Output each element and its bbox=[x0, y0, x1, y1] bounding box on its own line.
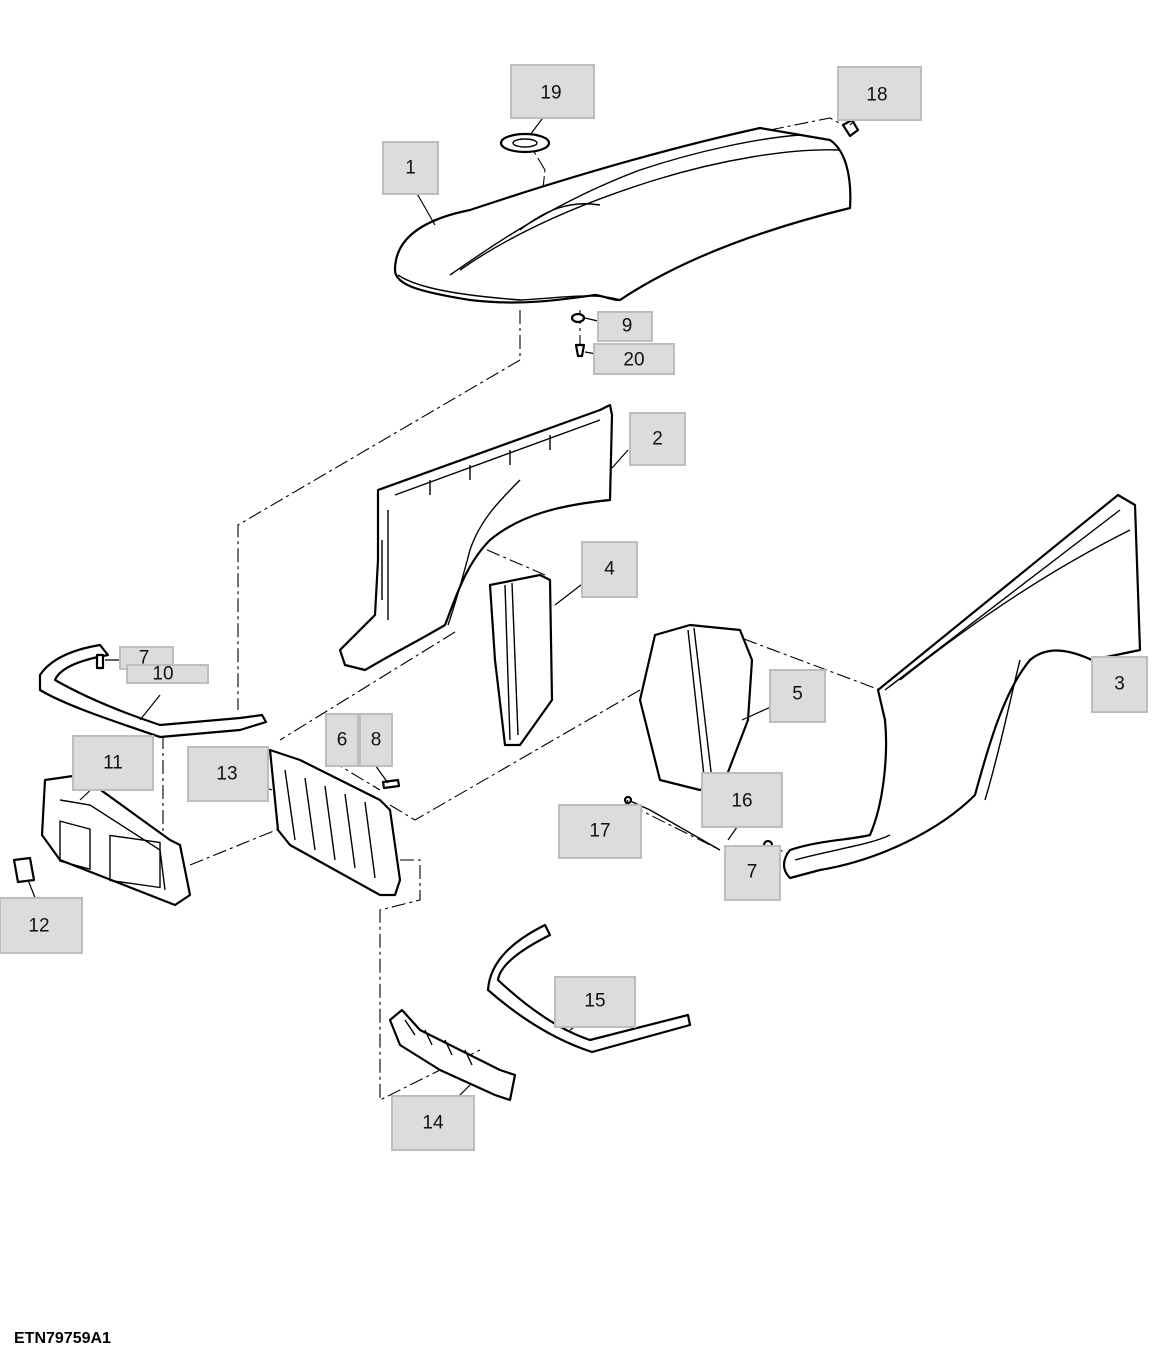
callout-11: 11 bbox=[72, 735, 154, 791]
callout-2-label: 2 bbox=[652, 429, 663, 450]
callout-14-label: 14 bbox=[422, 1113, 444, 1134]
callout-9-label: 9 bbox=[622, 316, 633, 337]
callout-7-right: 7 bbox=[724, 845, 781, 901]
callout-15: 15 bbox=[554, 976, 636, 1028]
callout-1: 1 bbox=[382, 141, 439, 195]
grille-housing-part bbox=[40, 773, 192, 907]
lower-support-part bbox=[388, 1008, 517, 1102]
callout-17: 17 bbox=[558, 804, 642, 859]
callout-16-label: 16 bbox=[731, 791, 752, 812]
callout-3: 3 bbox=[1091, 656, 1148, 713]
callout-4-label: 4 bbox=[604, 559, 615, 580]
callout-18-label: 18 bbox=[866, 85, 887, 106]
right-inner-panel-part bbox=[638, 623, 754, 792]
hood-part bbox=[393, 126, 852, 304]
left-fender-part bbox=[338, 403, 614, 672]
callout-13: 13 bbox=[187, 746, 269, 802]
callout-20: 20 bbox=[593, 343, 675, 375]
callout-5-label: 5 bbox=[792, 684, 803, 705]
callout-4: 4 bbox=[581, 541, 638, 598]
callout-3-label: 3 bbox=[1114, 674, 1125, 695]
callout-13-label: 13 bbox=[216, 764, 237, 785]
callout-8-label: 8 bbox=[371, 730, 382, 751]
grille-part bbox=[268, 748, 402, 897]
right-fender-part bbox=[782, 493, 1142, 880]
callout-9: 9 bbox=[597, 311, 653, 342]
callout-5: 5 bbox=[769, 669, 826, 723]
callout-16: 16 bbox=[701, 772, 783, 828]
callout-12: 12 bbox=[0, 897, 83, 954]
callout-19: 19 bbox=[510, 64, 595, 119]
clip-part bbox=[841, 118, 860, 138]
washer-part bbox=[570, 312, 586, 324]
figure-id: ETN79759A1 bbox=[14, 1330, 111, 1347]
callout-11-label: 11 bbox=[103, 753, 123, 774]
callout-10: 10 bbox=[126, 664, 209, 685]
bolt-part bbox=[381, 778, 401, 790]
seal-part bbox=[486, 923, 692, 1054]
callout-6: 6 bbox=[325, 713, 359, 767]
upper-frame-part bbox=[38, 643, 268, 739]
emblem-part bbox=[12, 856, 36, 884]
callout-7-left-label: 7 bbox=[139, 648, 150, 669]
callout-20-label: 20 bbox=[623, 350, 644, 371]
callout-7-right-label: 7 bbox=[747, 862, 758, 883]
callout-2: 2 bbox=[629, 412, 686, 466]
callout-1-label: 1 bbox=[405, 158, 416, 179]
callout-6-label: 6 bbox=[337, 730, 348, 751]
grommet-part bbox=[499, 132, 551, 154]
callout-14: 14 bbox=[391, 1095, 475, 1151]
callout-17-label: 17 bbox=[589, 821, 610, 842]
callout-19-label: 19 bbox=[540, 83, 561, 104]
left-inner-panel-part bbox=[488, 573, 554, 747]
callout-15-label: 15 bbox=[584, 991, 605, 1012]
callout-8: 8 bbox=[359, 713, 393, 767]
pin-part bbox=[95, 653, 105, 670]
callout-10-label: 10 bbox=[152, 664, 173, 685]
callout-12-label: 12 bbox=[28, 916, 49, 937]
callout-18: 18 bbox=[837, 66, 922, 121]
screw-part bbox=[574, 343, 586, 358]
